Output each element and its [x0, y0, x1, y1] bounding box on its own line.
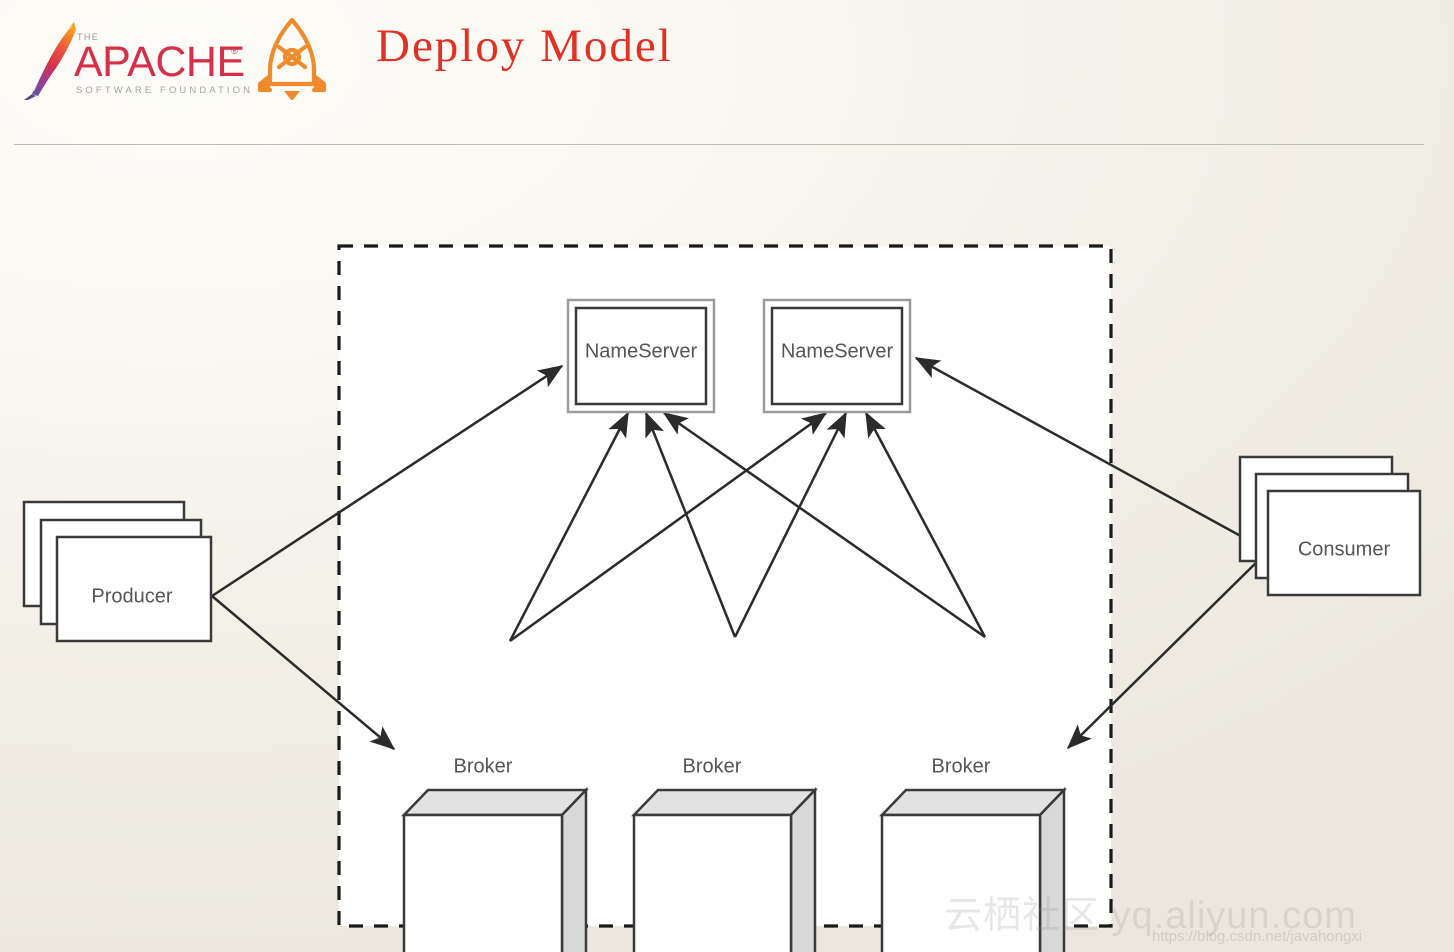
consumer-stack-front	[1266, 489, 1422, 597]
nameserver1-inner-frame	[574, 306, 708, 406]
edge-broker2-nameserver1	[644, 411, 737, 638]
apache-the-text: THE	[77, 32, 99, 42]
header-divider	[14, 144, 1424, 145]
edge-producer-nameserver1	[211, 364, 564, 598]
producer-stack-front	[55, 535, 213, 643]
rocketmq-logo	[250, 14, 334, 101]
diagram-canvas: NameServer NameServer Broker Broker Brok…	[0, 145, 1454, 952]
edge-consumer-nameserver2	[914, 356, 1269, 553]
node-nameserver1[interactable]	[566, 298, 716, 414]
broker2-top-face	[631, 788, 818, 817]
broker1-front-face	[402, 813, 564, 952]
broker2-side-face	[789, 786, 817, 952]
page-title: Deploy Model	[376, 20, 673, 72]
slide-header: THE APACHE ® SOFTWARE FOUNDATION	[0, 0, 1454, 145]
broker3-front-face	[880, 813, 1042, 952]
node-broker1[interactable]	[401, 786, 589, 952]
edge-producer-broker1	[211, 595, 396, 750]
rocket-flame-icon	[284, 91, 300, 101]
feather-icon	[24, 22, 76, 100]
rocket-icon	[257, 17, 327, 101]
edge-broker2-nameserver2	[733, 411, 848, 638]
deployment-diagram	[22, 244, 1422, 952]
broker1-top-face	[401, 788, 589, 817]
apache-logo-svg: THE APACHE ® SOFTWARE FOUNDATION	[24, 22, 250, 100]
apache-logo: THE APACHE ® SOFTWARE FOUNDATION	[18, 14, 250, 100]
apache-registered-mark: ®	[231, 46, 238, 56]
node-broker3[interactable]	[879, 786, 1067, 952]
edge-broker3-nameserver1	[662, 411, 986, 639]
apache-wordmark: APACHE	[74, 38, 245, 86]
node-producer[interactable]	[22, 500, 213, 643]
broker1-side-face	[560, 786, 588, 952]
edge-broker1-nameserver1	[508, 411, 630, 642]
edge-consumer-broker3	[1066, 550, 1269, 750]
edge-broker3-nameserver2	[864, 411, 987, 638]
node-consumer[interactable]	[1238, 455, 1422, 597]
node-broker2[interactable]	[631, 786, 818, 952]
broker2-front-face	[632, 813, 793, 952]
broker3-top-face	[879, 788, 1067, 817]
nameserver2-inner-frame	[770, 306, 904, 406]
edge-layer	[211, 356, 1269, 750]
broker3-side-face	[1038, 786, 1066, 952]
edge-broker1-nameserver2	[509, 411, 828, 643]
node-nameserver2[interactable]	[762, 298, 912, 414]
apache-tagline: SOFTWARE FOUNDATION	[76, 85, 250, 96]
